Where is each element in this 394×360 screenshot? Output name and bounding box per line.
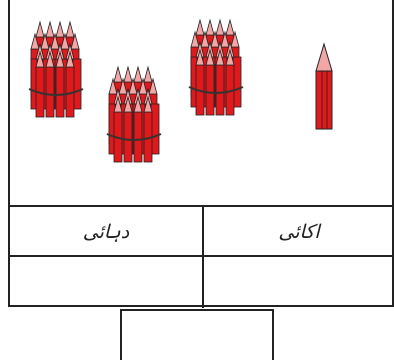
ones-column-header: اکائی bbox=[204, 216, 394, 248]
tens-column-header: دہائی bbox=[10, 216, 202, 248]
bundle-of-ten bbox=[29, 22, 83, 117]
answer-box[interactable] bbox=[120, 309, 274, 360]
pencil-picture bbox=[10, 0, 394, 205]
bundle-of-ten bbox=[189, 20, 243, 115]
header-bottom-line bbox=[8, 255, 394, 257]
bundle-of-ten bbox=[107, 67, 161, 162]
table-top-line bbox=[8, 205, 394, 207]
loose-pencil bbox=[316, 44, 332, 129]
